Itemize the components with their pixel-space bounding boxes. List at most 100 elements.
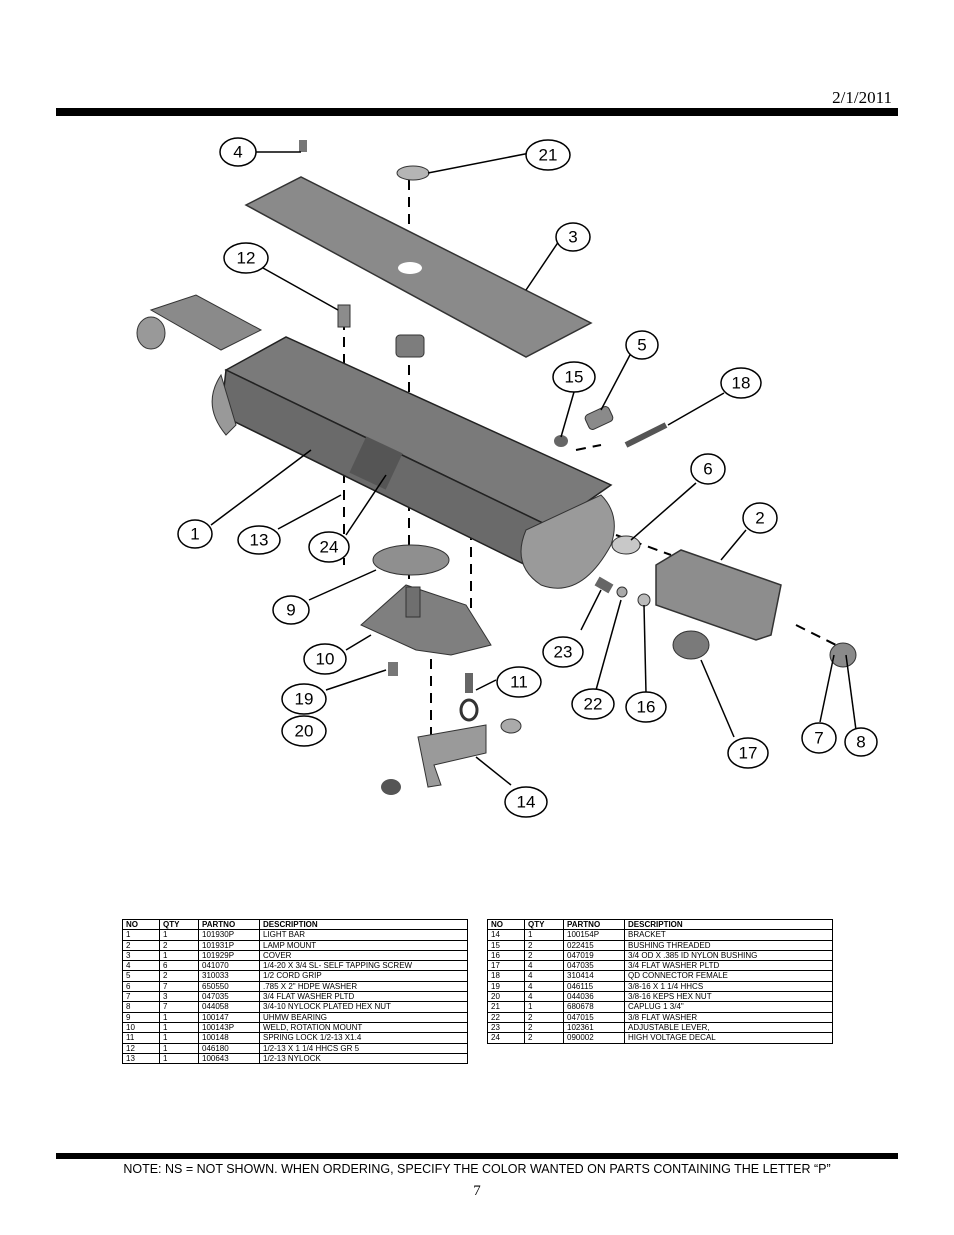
cell-qty: 2: [159, 939, 199, 951]
cell-description: 3/8-16 KEPS HEX NUT: [624, 991, 833, 1003]
cell-description: LAMP MOUNT: [259, 939, 468, 951]
callout-19: 19: [295, 690, 314, 709]
cell-qty: 2: [524, 1011, 564, 1023]
cell-qty: 1: [524, 1001, 564, 1013]
cell-qty: 4: [524, 991, 564, 1003]
cell-qty: 4: [524, 980, 564, 993]
callout-7: 7: [814, 729, 823, 748]
cell-partno: 044058: [198, 1001, 260, 1013]
cell-no: 2: [122, 939, 160, 951]
cell-partno: 101931P: [198, 939, 260, 951]
cell-partno: 046180: [198, 1042, 260, 1054]
bracket: [417, 724, 487, 788]
cell-partno: 100147: [198, 1011, 260, 1023]
cell-qty: 4: [524, 970, 564, 982]
cell-no: 22: [487, 1011, 525, 1023]
footer-note: NOTE: NS = NOT SHOWN. WHEN ORDERING, SPE…: [123, 1162, 831, 1176]
cell-qty: 1: [159, 1032, 199, 1044]
callout-8: 8: [856, 733, 865, 752]
cell-description: QD CONNECTOR FEMALE: [624, 970, 833, 982]
cell-partno: 100148: [198, 1032, 260, 1044]
cell-qty: 2: [524, 949, 564, 962]
col-header-qty: QTY: [159, 918, 199, 931]
cell-description: CAPLUG 1 3/4": [624, 1001, 833, 1013]
cell-partno: 101930P: [198, 929, 260, 941]
cell-no: 16: [487, 949, 525, 962]
cell-no: 19: [487, 980, 525, 993]
cell-qty: 1: [159, 1011, 199, 1023]
cell-description: BUSHING THREADED: [624, 939, 833, 951]
callout-13: 13: [250, 531, 269, 550]
cell-partno: 044036: [563, 991, 625, 1003]
cell-partno: 047019: [563, 949, 625, 962]
cell-no: 18: [487, 970, 525, 982]
callout-16: 16: [637, 698, 656, 717]
callout-21: 21: [539, 146, 558, 165]
cell-qty: 2: [524, 1032, 564, 1044]
callout-24: 24: [320, 538, 339, 557]
callout-6: 6: [703, 460, 712, 479]
cell-qty: 7: [159, 1001, 199, 1013]
cell-qty: 7: [159, 980, 199, 993]
cell-description: HIGH VOLTAGE DECAL: [624, 1032, 833, 1044]
cell-no: 5: [122, 970, 160, 982]
cell-no: 14: [487, 929, 525, 941]
callout-14: 14: [517, 793, 536, 812]
cell-description: 3/8-16 X 1 1/4 HHCS: [624, 980, 833, 993]
callout-11: 11: [510, 673, 528, 692]
cell-qty: 1: [159, 929, 199, 941]
cell-description: LIGHT BAR: [259, 929, 468, 941]
cell-no: 12: [122, 1042, 160, 1054]
cell-no: 15: [487, 939, 525, 951]
rotation-mount: [360, 584, 492, 656]
col-header-partno: PARTNO: [563, 918, 625, 931]
cell-qty: 1: [159, 1021, 199, 1034]
cell-qty: 4: [524, 960, 564, 972]
exploded-parts-diagram: 4 21 3 12 5 15 18 6 2 1 13 24 9 10 19 11…: [136, 137, 878, 818]
cell-no: 3: [122, 949, 160, 962]
cell-partno: 047015: [563, 1011, 625, 1023]
cell-partno: 041070: [198, 960, 260, 972]
cell-description: UHMW BEARING: [259, 1011, 468, 1023]
footer-rule: [56, 1153, 898, 1159]
cell-partno: 100643: [198, 1052, 260, 1065]
cell-no: 1: [122, 929, 160, 941]
cell-no: 10: [122, 1021, 160, 1034]
cell-qty: 6: [159, 960, 199, 972]
col-header-partno: PARTNO: [198, 918, 260, 931]
cell-description: 3/4-10 NYLOCK PLATED HEX NUT: [259, 1001, 468, 1013]
callout-3: 3: [568, 228, 577, 247]
cell-qty: 2: [159, 970, 199, 982]
cell-partno: 046115: [563, 980, 625, 993]
cell-qty: 1: [159, 1052, 199, 1065]
col-header-no: NO: [122, 918, 160, 931]
cell-description: ADJUSTABLE LEVER,: [624, 1021, 833, 1034]
cap-plug: [396, 165, 430, 181]
cell-partno: 680678: [563, 1001, 625, 1013]
cell-no: 20: [487, 991, 525, 1003]
cell-partno: 102361: [563, 1021, 625, 1034]
callout-10: 10: [316, 650, 335, 669]
callout-15: 15: [565, 368, 584, 387]
cell-description: COVER: [259, 949, 468, 962]
cell-qty: 1: [524, 929, 564, 941]
cell-description: 3/4 OD X .385 ID NYLON BUSHING: [624, 949, 833, 962]
cell-no: 4: [122, 960, 160, 972]
cell-partno: 047035: [563, 960, 625, 972]
cell-partno: 100154P: [563, 929, 625, 941]
cell-description: 3/4 FLAT WASHER PLTD: [259, 991, 468, 1003]
header-rule: [56, 108, 898, 116]
document-date: 2/1/2011: [832, 88, 892, 107]
col-header-description: DESCRIPTION: [259, 918, 468, 931]
callout-5: 5: [637, 336, 646, 355]
